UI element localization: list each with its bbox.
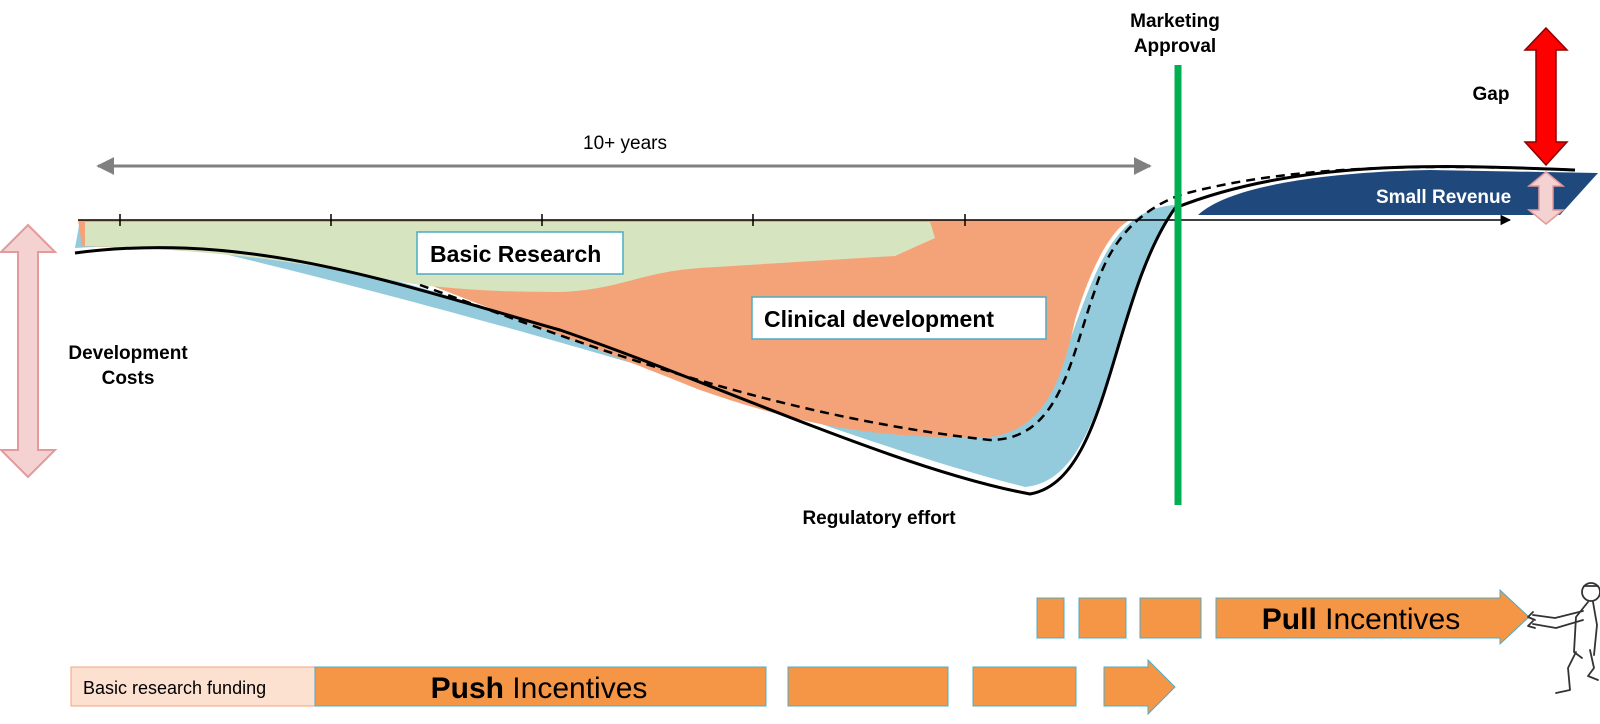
development-costs-label-line2: Costs bbox=[102, 368, 155, 389]
regulatory-effort-label: Regulatory effort bbox=[802, 508, 956, 529]
pull-incentives: Pull Incentives bbox=[1036, 588, 1530, 646]
development-costs-label-line1: Development bbox=[68, 343, 188, 364]
small-revenue-label: Small Revenue bbox=[1376, 187, 1511, 208]
pull-arrow bbox=[1215, 588, 1530, 646]
pull-segment bbox=[1036, 597, 1065, 639]
dashed-cost-curve bbox=[419, 165, 1576, 442]
basic-research-funding-box bbox=[70, 666, 316, 707]
basic-research-box: Basic Research bbox=[416, 231, 624, 275]
marketing-approval-label-line1: Marketing bbox=[1130, 11, 1220, 32]
revenue-double-arrow bbox=[1526, 171, 1566, 225]
revenue-area bbox=[1198, 170, 1598, 215]
gap-arrow bbox=[1523, 26, 1569, 167]
person-pulling-icon bbox=[1527, 582, 1600, 694]
pull-incentives-label: Pull Incentives bbox=[1262, 603, 1460, 636]
pull-segment bbox=[1139, 597, 1202, 639]
pull-segment bbox=[1078, 597, 1127, 639]
push-segment bbox=[972, 666, 1077, 707]
push-segment bbox=[787, 666, 949, 707]
development-costs-arrow bbox=[0, 223, 58, 479]
basic-research-funding-label: Basic research funding bbox=[83, 678, 266, 698]
total-cost-curve bbox=[74, 165, 1576, 496]
marketing-approval-label-line2: Approval bbox=[1134, 36, 1216, 57]
push-incentives-label: Push Incentives bbox=[431, 672, 648, 705]
years-label: 10+ years bbox=[583, 133, 667, 154]
push-arrow bbox=[1103, 658, 1176, 716]
push-segment bbox=[314, 666, 767, 707]
basic-research-label: Basic Research bbox=[430, 241, 601, 267]
clinical-development-area bbox=[78, 220, 1130, 438]
timeline-ticks bbox=[119, 214, 966, 226]
clinical-development-label: Clinical development bbox=[764, 306, 994, 332]
clinical-development-box: Clinical development bbox=[751, 296, 1047, 340]
gap-label: Gap bbox=[1473, 84, 1510, 105]
regulatory-effort-area bbox=[75, 205, 1175, 487]
push-incentives: Basic research funding Push Incentives bbox=[70, 658, 1176, 716]
